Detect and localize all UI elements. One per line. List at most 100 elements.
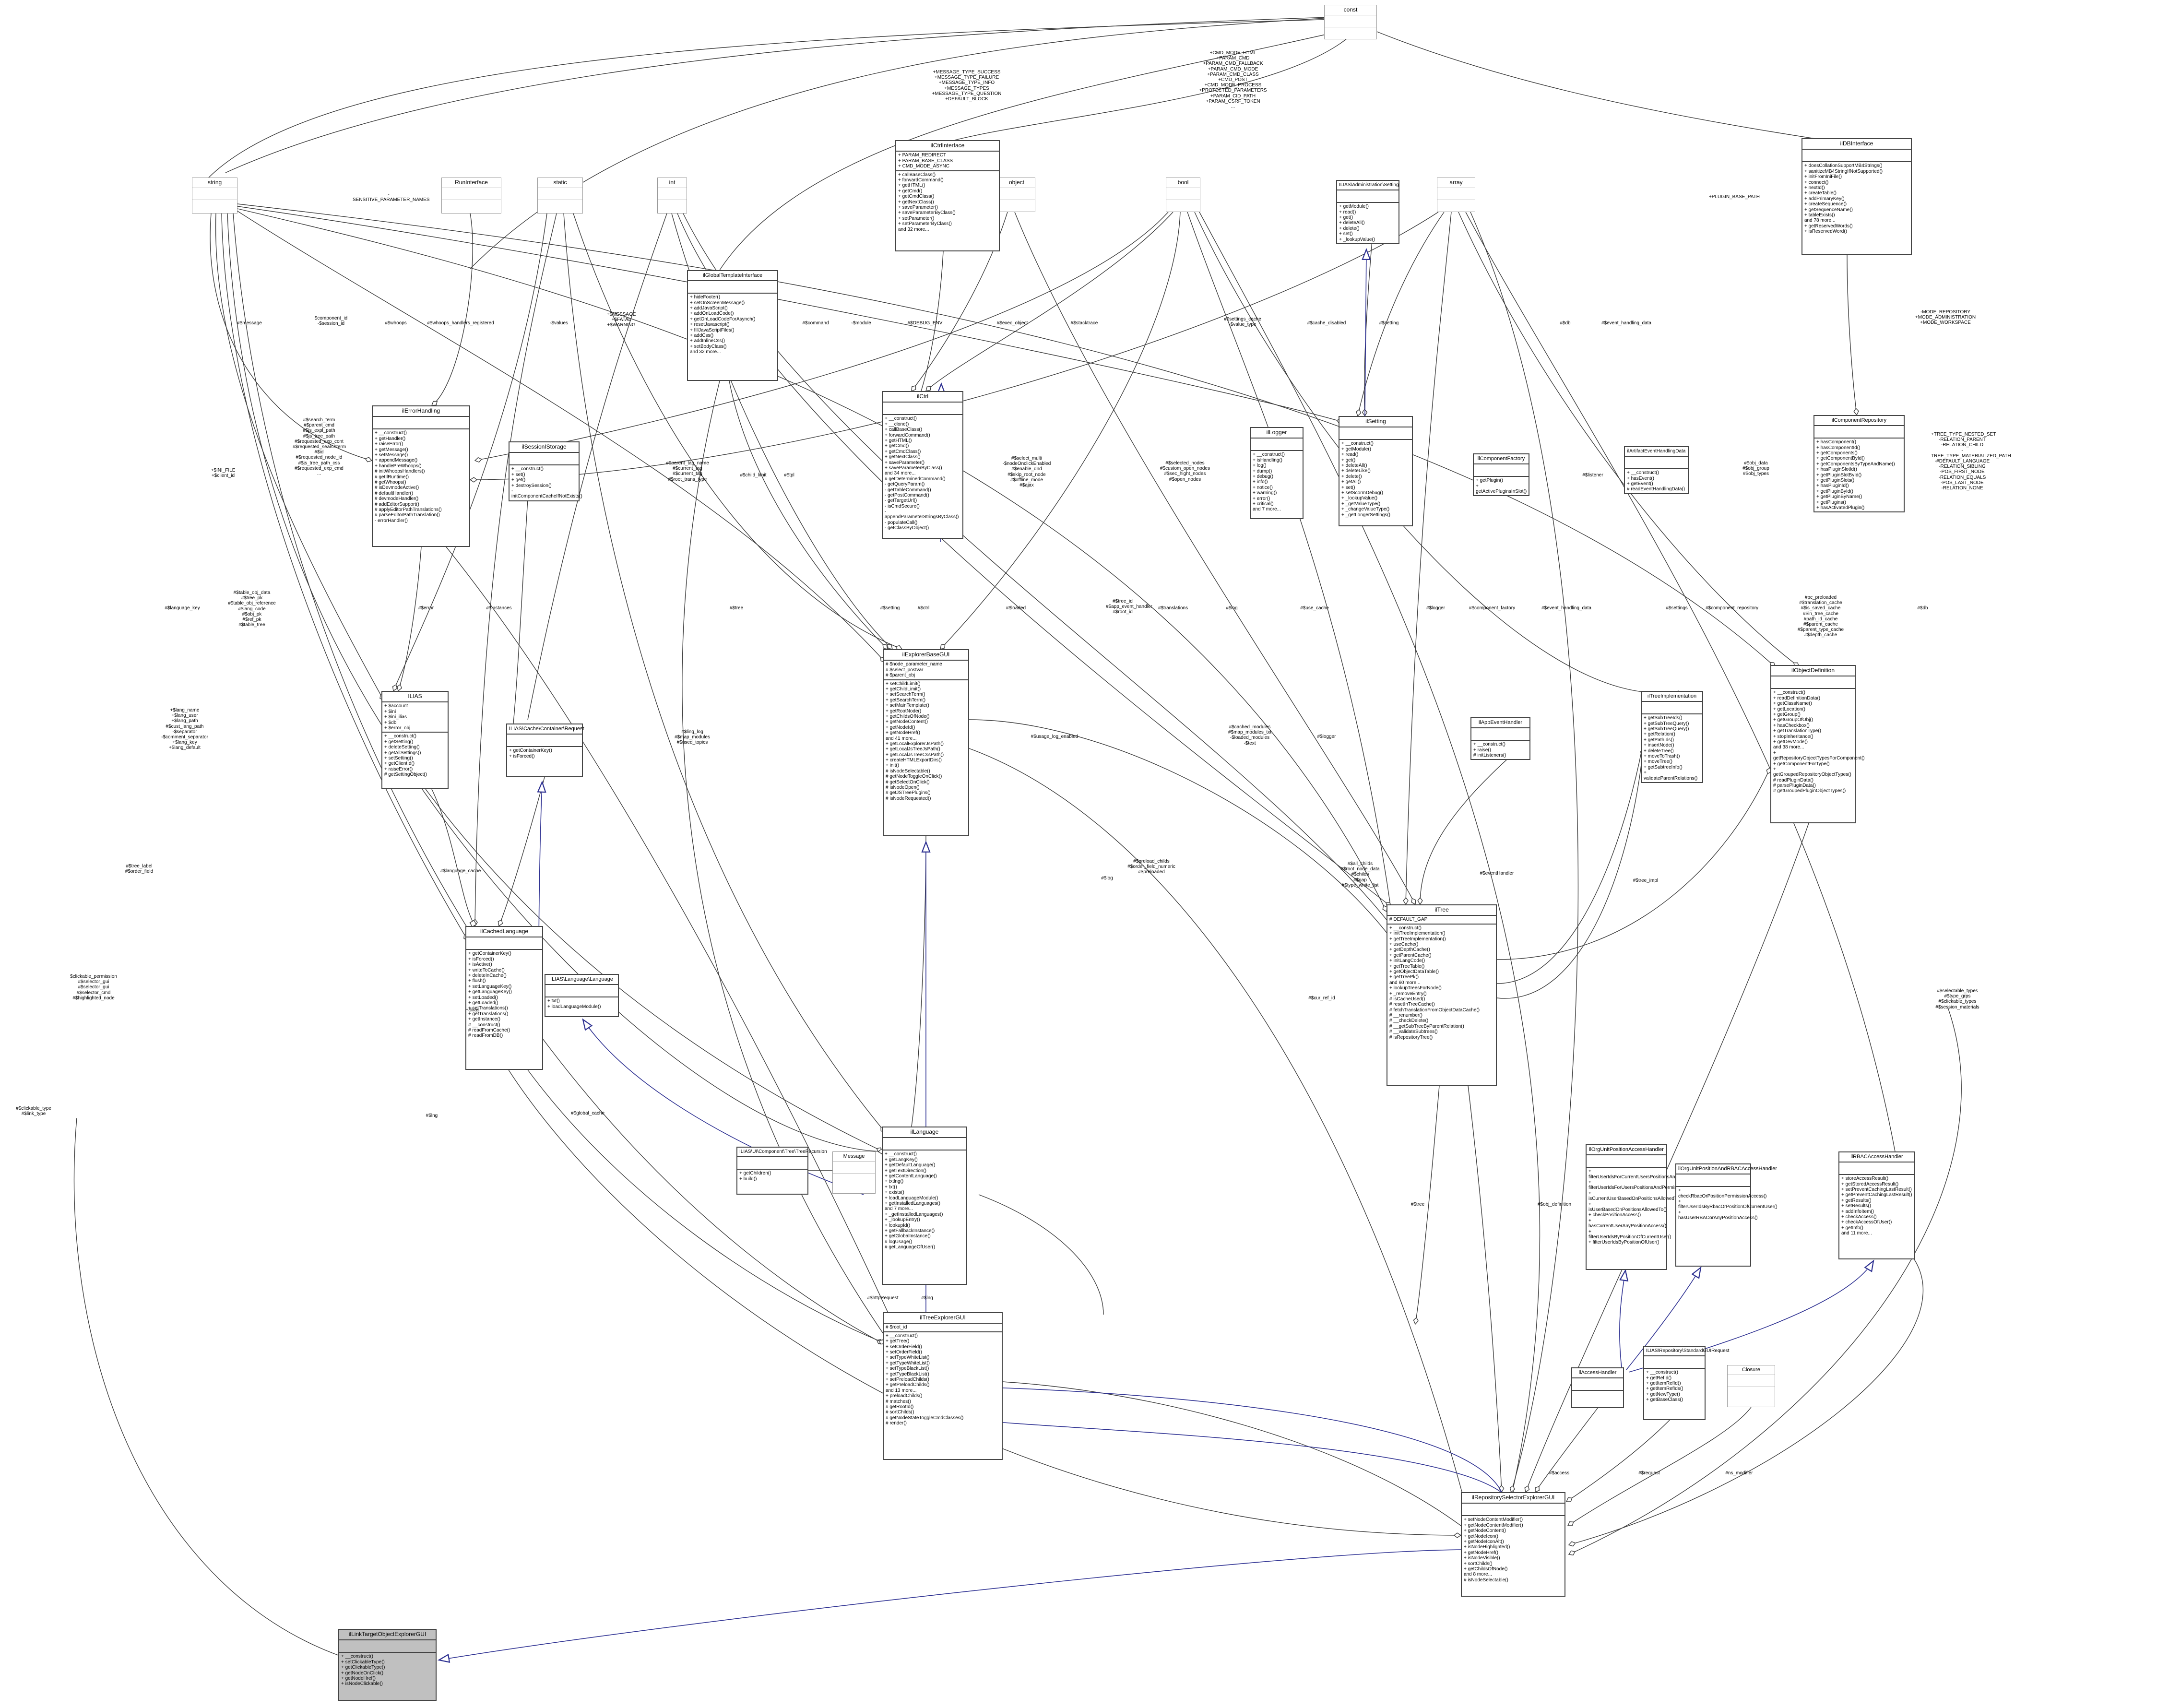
- operation-row: + getNodeIconAlt(): [1464, 1539, 1504, 1544]
- operation-row: # getLanguageOfUser(): [885, 1245, 936, 1250]
- class-node-title: ilComponentRepository: [1814, 416, 1904, 427]
- class-node-ilComponentRepository[interactable]: ilComponentRepository+ hasComponent()+ h…: [1813, 415, 1905, 513]
- class-node-title: ilTreeExplorerGUI: [884, 1313, 1002, 1324]
- class-node-ilAppEventHandler[interactable]: ilAppEventHandler+ __construct()+ raise(…: [1470, 717, 1530, 760]
- operation-row: + getContainerKey(): [509, 748, 552, 754]
- operation-row: + getLoaded(): [468, 1000, 498, 1006]
- operation-row: + __clone(): [885, 421, 909, 427]
- operation-row: + getBaseClass(): [1646, 1397, 1683, 1403]
- operation-row: + __construct(): [511, 466, 544, 472]
- class-node-ilSessionIStorage[interactable]: ilSessionIStorage+ __construct()+ set()+…: [509, 441, 582, 501]
- operation-row: # defaultHandler(): [375, 490, 414, 496]
- operation-row: + setOrderField(): [886, 1344, 922, 1350]
- class-node-ILIAS[interactable]: ILIAS+ $account+ $ini+ $ini_ilias+ $db+ …: [381, 691, 449, 789]
- class-node-attributes: # $node_parameter_name# $select_postvar#…: [884, 661, 968, 680]
- class-node-ilSetting[interactable]: ilSetting+ __construct()+ getModule()+ r…: [1339, 416, 1413, 526]
- class-node-attributes: + $account+ $ini+ $ini_ilias+ $db+ $erro…: [382, 702, 448, 733]
- class-node-ilCtrlInterface[interactable]: ilCtrlInterface+ PARAM_REDIRECT+ PARAM_B…: [895, 140, 1000, 251]
- operation-row: and 38 more...: [1773, 745, 1804, 750]
- operation-row: + deleteAll(): [1339, 220, 1365, 226]
- operation-row: # getSettingObject(): [384, 772, 427, 778]
- edge-label-el-cached-modules: #$cached_modules #$map_modules_txt -$loa…: [1228, 724, 1272, 746]
- class-node-ilExplorerBaseGUI[interactable]: ilExplorerBaseGUI# $node_parameter_name#…: [883, 649, 969, 836]
- operation-row: + critical(): [1253, 501, 1274, 507]
- operation-row: + getNextClass(): [885, 454, 921, 460]
- class-node-attributes: [1572, 1378, 1623, 1391]
- class-node-ilAccessHandler[interactable]: ilAccessHandler: [1571, 1367, 1624, 1408]
- class-node-static[interactable]: static: [537, 178, 583, 214]
- edge-label-el-ctrl: #$ctrl: [917, 605, 930, 611]
- class-node-operations: + hideFooter()+ setOnScreenMessage()+ ad…: [688, 294, 777, 356]
- class-node-string[interactable]: string: [192, 178, 237, 214]
- operation-row: + getFallbackInstance(): [885, 1228, 935, 1234]
- operation-row: + build(): [739, 1176, 757, 1182]
- class-node-ILIASRepositoryStandardGUIRequest[interactable]: ILIAS\Repository\StandardGUIRequest+ __c…: [1643, 1346, 1729, 1420]
- class-node-object[interactable]: object: [998, 178, 1035, 213]
- operation-row: + hasComponentId(): [1816, 445, 1861, 451]
- class-node-ilLogger[interactable]: ilLogger+ __construct()+ isHandling()+ l…: [1250, 427, 1304, 519]
- class-node-ilTreeImplementation[interactable]: ilTreeImplementation+ getSubTreeIds()+ g…: [1641, 691, 1703, 783]
- class-node-ilCachedLanguage[interactable]: ilCachedLanguage+ getContainerKey()+ isF…: [465, 926, 543, 1070]
- class-node-ILIASCacheContainerRequest[interactable]: ILIAS\Cache\Container\Request+ getContai…: [506, 724, 584, 777]
- class-node-operations: + txt()+ loadLanguageModule(): [545, 997, 618, 1010]
- operation-row: # getJSTreePlugins(): [886, 790, 931, 796]
- operation-row: + getChildsOfNode(): [886, 713, 930, 719]
- class-node-ilAdministrationSetting[interactable]: ILIAS\Administration\Setting+ getModule(…: [1336, 180, 1399, 244]
- operation-row: + doesCollationSupportMB4Strings(): [1804, 163, 1883, 169]
- class-node-ilArtifactEventHandlingData[interactable]: ilArtifactEventHandlingData+ __construct…: [1624, 446, 1689, 494]
- class-node-ilLanguage[interactable]: ilLanguage+ __construct()+ getLangKey()+…: [882, 1127, 967, 1285]
- operation-row: + getContentLanguage(): [885, 1174, 937, 1179]
- operation-row: - appendParameterStringsByClass(): [885, 509, 959, 520]
- edge-label-el-event-handler: #$eventHandler: [1480, 871, 1514, 876]
- operation-row: # isDevmodeActive(): [375, 485, 419, 491]
- class-node-attributes: [507, 735, 582, 747]
- edge-label-el-event-handling-data2: #$event_handling_data: [1541, 605, 1591, 611]
- operation-row: + getPlugins(): [1816, 499, 1846, 505]
- class-node-ilDBInterface[interactable]: ilDBInterface+ doesCollationSupportMB4St…: [1801, 138, 1912, 255]
- operation-row: + set(): [511, 472, 525, 477]
- attribute-row: + $db: [384, 720, 397, 725]
- class-node-ilRepositorySelectorExplorerGUI[interactable]: ilRepositorySelectorExplorerGUI+ setNode…: [1461, 1492, 1565, 1597]
- edge-label-el-cmd-modes: +CMD_MODE_HTML +PARAM_CMD +PARAM_CMD_FAL…: [1199, 50, 1267, 109]
- class-node-ilGlobalTemplateInterface[interactable]: ilGlobalTemplateInterface+ hideFooter()+…: [687, 270, 778, 381]
- edge-label-el-clickable-type: #$clickable_type #$link_type: [16, 1106, 51, 1117]
- operation-row: + createHTMLExportDirs(): [886, 758, 942, 763]
- class-node-Closure[interactable]: Closure: [1727, 1365, 1775, 1407]
- operation-row: + filterUserIdsByRbacOrPositionOfCurrent…: [1678, 1199, 1778, 1210]
- class-node-ilErrorHandling[interactable]: ilErrorHandling+ __construct()+ getHandl…: [372, 405, 470, 547]
- edge-label-el-parent-tag-name: #$parent_tag_name #$current_tag #$curren…: [666, 461, 709, 482]
- operation-row: + __construct(): [1389, 925, 1422, 931]
- class-node-ilCtrl[interactable]: ilCtrl+ __construct()+ __clone()+ callBa…: [882, 391, 963, 539]
- class-node-ilOrgUnitPositionAccessHandler[interactable]: ilOrgUnitPositionAccessHandler+ filterUs…: [1586, 1144, 1705, 1270]
- operation-row: - getQueryParam(): [885, 482, 925, 487]
- edge-label-el-tree2: #$tree: [1410, 1202, 1425, 1207]
- class-node-Message[interactable]: Message: [832, 1151, 876, 1194]
- operation-row: + checkPositionAccess(): [1588, 1212, 1641, 1218]
- edge-label-el-use-cache: #$use_cache: [1300, 605, 1329, 611]
- operation-row: + getClassName(): [1773, 701, 1812, 707]
- operation-row: # __checkDelete(): [1389, 1018, 1429, 1024]
- class-node-int[interactable]: int: [657, 178, 687, 214]
- operation-row: # sortChilds(): [886, 1410, 914, 1415]
- class-node-ilTree[interactable]: ilTree# DEFAULT_GAP+ __construct()+ init…: [1387, 904, 1497, 1086]
- class-node-ILIASUIComponentTree[interactable]: ILIAS\UI\Component\Tree\TreeRecursion+ g…: [736, 1147, 827, 1195]
- class-node-ilTreeExplorerGUI[interactable]: ilTreeExplorerGUI# $root_id+ __construct…: [883, 1312, 1003, 1460]
- class-node-RunInterface[interactable]: RunInterface: [441, 178, 501, 214]
- operation-row: + init(): [886, 763, 900, 769]
- class-node-ilRBACAccessHandler[interactable]: ilRBACAccessHandler+ storeAccessResult()…: [1838, 1151, 1915, 1259]
- operation-row: + setLanguageKey(): [468, 984, 512, 989]
- operation-row: + hideFooter(): [690, 295, 721, 300]
- class-node-ilObjectDefinition[interactable]: ilObjectDefinition+ __construct()+ readD…: [1770, 665, 1865, 823]
- class-node-ilComponentFactory[interactable]: ilComponentFactory+ getPlugin()+ getActi…: [1473, 453, 1529, 497]
- class-node-array[interactable]: array: [1437, 178, 1475, 213]
- operation-row: + callBaseClass(): [885, 427, 923, 433]
- class-node-ilLinkTargetObjectExplorerGUI[interactable]: ilLinkTargetObjectExplorerGUI+ __constru…: [338, 1629, 437, 1701]
- edge-label-el-ini-file: +$INI_FILE +$client_id: [211, 468, 236, 479]
- class-node-const[interactable]: const: [1324, 5, 1377, 40]
- class-node-bool[interactable]: bool: [1166, 178, 1200, 213]
- class-node-ilOrgUnitPositionAndRBACAccessHandler[interactable]: ilOrgUnitPositionAndRBACAccessHandler+ c…: [1675, 1163, 1778, 1267]
- operation-row: + storeAccessResult(): [1841, 1176, 1889, 1182]
- class-node-ILIASLanguageLanguage[interactable]: ILIAS\Language\Language+ txt()+ loadLang…: [545, 974, 619, 1017]
- class-node-operations: [833, 1174, 875, 1185]
